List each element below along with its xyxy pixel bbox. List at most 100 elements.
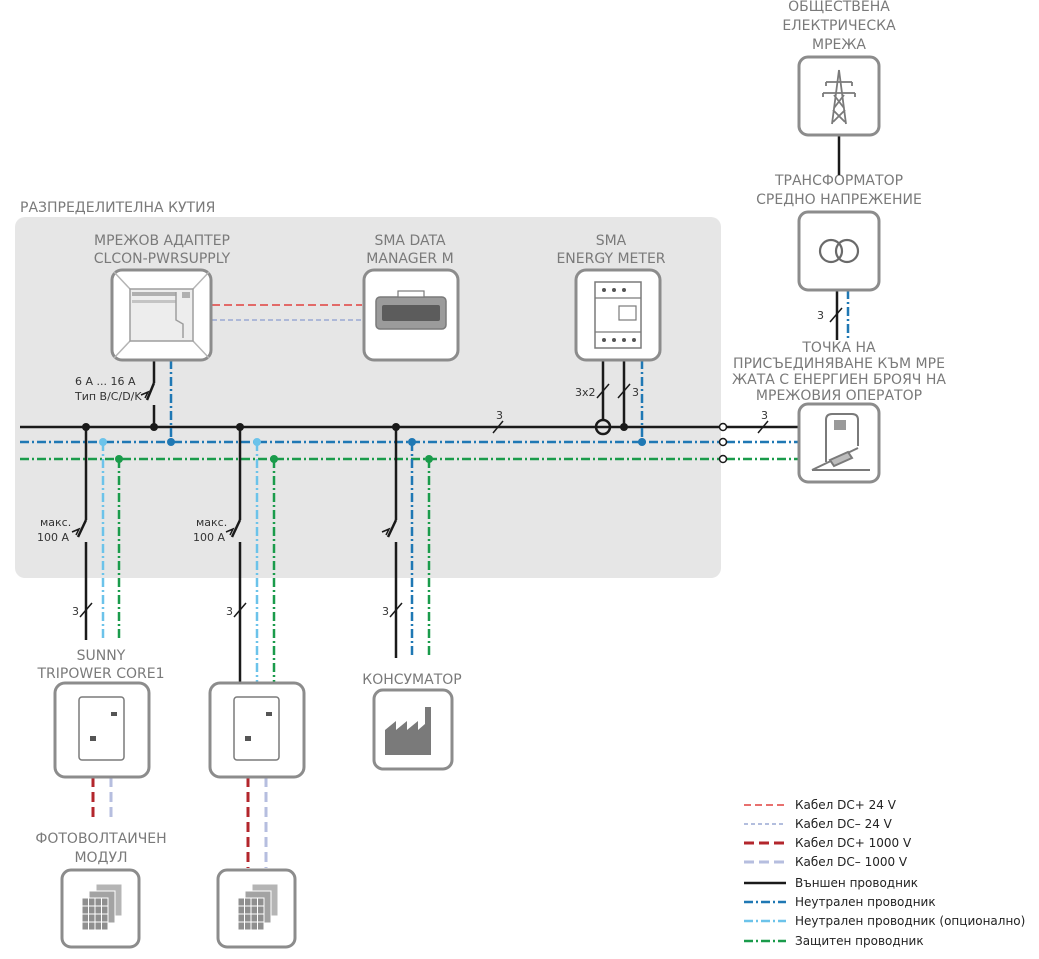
power-supply-device (110, 268, 213, 362)
wire-count-label: 3 (382, 605, 389, 618)
tick-mark (596, 383, 610, 399)
svg-text:ENERGY METER: ENERGY METER (556, 251, 665, 267)
svg-text:ТОЧКА НА: ТОЧКА НА (801, 340, 876, 356)
svg-text:ЕЛЕКТРИЧЕСКА: ЕЛЕКТРИЧЕСКА (782, 18, 896, 34)
inverter-2-device (208, 681, 306, 779)
max-current-label: макс. 100 A (37, 516, 71, 544)
legend-item: Кабел DC– 24 V (744, 817, 893, 831)
wire-count-label: 3 (817, 309, 824, 322)
tick-mark (829, 307, 843, 323)
svg-text:Неутрален проводник: Неутрален проводник (795, 895, 936, 909)
tick-mark (79, 602, 93, 618)
pv-module-1-device (60, 868, 141, 949)
svg-text:макс.: макс. (196, 516, 227, 529)
junction-dot (638, 438, 646, 446)
svg-text:МРЕЖА: МРЕЖА (812, 37, 866, 53)
legend-item: Кабел DC– 1000 V (744, 855, 908, 869)
factory-icon (385, 707, 431, 755)
legend-item: Защитен проводник (744, 934, 924, 948)
svg-text:МОДУЛ: МОДУЛ (74, 850, 127, 866)
wire-count-label: 3 (632, 386, 639, 399)
legend: Кабел DC+ 24 V Кабел DC– 24 V Кабел DC+ … (744, 798, 1025, 948)
max-current-label: макс. 100 A (193, 516, 227, 544)
svg-text:ПРИСЪЕДИНЯВАНЕ КЪМ МРЕ: ПРИСЪЕДИНЯВАНЕ КЪМ МРЕ (733, 356, 945, 372)
legend-item: Кабел DC+ 24 V (744, 798, 897, 812)
frame-bevel (113, 271, 210, 359)
connection-point-label: ТОЧКА НА ПРИСЪЕДИНЯВАНЕ КЪМ МРЕ ЖАТА С Е… (732, 340, 946, 404)
svg-text:Външен проводник: Външен проводник (795, 876, 918, 890)
legend-item: Външен проводник (744, 876, 918, 890)
data-manager-device (362, 268, 460, 362)
terminal (718, 422, 728, 432)
breaker-rating-label: 6 A ... 16 A Тип B/C/D/K (74, 375, 142, 403)
inverter-label: SUNNY TRIPOWER CORE1 (36, 648, 164, 682)
inverter-body (233, 696, 280, 761)
svg-text:100 A: 100 A (37, 531, 69, 544)
svg-text:100 A: 100 A (193, 531, 225, 544)
svg-text:Неутрален проводник (опционалн: Неутрален проводник (опционално) (795, 914, 1025, 928)
junction-dot (150, 423, 158, 431)
consumer-device (372, 688, 454, 771)
energy-meter-body (594, 281, 642, 349)
breaker-arrow (140, 390, 150, 399)
inverter-1-device (53, 681, 151, 779)
svg-text:Кабел DC+ 1000 V: Кабел DC+ 1000 V (795, 836, 912, 850)
svg-text:ОБЩЕСТВЕНА: ОБЩЕСТВЕНА (788, 0, 890, 15)
breaker-arrow (381, 527, 391, 536)
svg-text:6 A ... 16 A: 6 A ... 16 A (75, 375, 136, 388)
tick-mark (389, 602, 403, 618)
wire-count-label: 3 (761, 409, 768, 422)
svg-text:ФОТОВОЛТАИЧЕН: ФОТОВОЛТАИЧЕН (35, 831, 166, 847)
power-pylon-icon (822, 69, 856, 125)
inverter-body (78, 696, 125, 761)
grid-meter-icon (811, 413, 870, 471)
pv-module-2-device (216, 868, 297, 949)
svg-text:СРЕДНО НАПРЕЖЕНИЕ: СРЕДНО НАПРЕЖЕНИЕ (756, 192, 922, 208)
legend-item: Кабел DC+ 1000 V (744, 836, 912, 850)
svg-text:макс.: макс. (40, 516, 71, 529)
svg-text:ТРАНСФОРМАТОР: ТРАНСФОРМАТОР (774, 173, 903, 189)
wire-count-label: 3 (72, 605, 79, 618)
svg-text:MANAGER M: MANAGER M (366, 251, 453, 267)
energy-meter-label: SMA ENERGY METER (556, 233, 665, 267)
tick-mark (757, 420, 769, 434)
terminal (718, 454, 728, 464)
svg-text:SUNNY: SUNNY (77, 648, 126, 664)
wire-count-label: 3x2 (575, 386, 596, 399)
legend-item: Неутрален проводник (опционално) (744, 914, 1025, 928)
svg-text:Кабел DC– 1000 V: Кабел DC– 1000 V (795, 855, 908, 869)
solar-panel-icon (237, 883, 279, 931)
svg-text:МРЕЖОВИЯ ОПЕРАТОР: МРЕЖОВИЯ ОПЕРАТОР (756, 388, 922, 404)
breaker-arrow (71, 527, 81, 536)
energy-meter-device (574, 268, 662, 362)
terminal (718, 437, 728, 447)
power-supply-breaker (145, 382, 156, 401)
distribution-box-label: РАЗПРЕДЕЛИТЕЛНА КУТИЯ (20, 200, 215, 216)
data-manager-label: SMA DATA MANAGER M (366, 233, 453, 267)
junction-dot (620, 423, 628, 431)
transformer-label: ТРАНСФОРМАТОР СРЕДНО НАПРЕЖЕНИЕ (756, 173, 922, 208)
grid-device (797, 55, 881, 137)
svg-text:TRIPOWER CORE1: TRIPOWER CORE1 (36, 666, 164, 682)
pv-module-label: ФОТОВОЛТАИЧЕН МОДУЛ (35, 831, 166, 866)
power-supply-label: МРЕЖОВ АДАПТЕР CLCON-PWRSUPPLY (94, 233, 231, 267)
consumer-switch (386, 519, 398, 538)
solar-panel-icon (81, 883, 123, 931)
svg-text:CLCON-PWRSUPPLY: CLCON-PWRSUPPLY (94, 251, 231, 267)
svg-text:SMA DATA: SMA DATA (374, 233, 445, 249)
svg-text:Кабел DC– 24 V: Кабел DC– 24 V (795, 817, 893, 831)
wire-count-label: 3 (226, 605, 233, 618)
svg-text:Кабел DC+ 24 V: Кабел DC+ 24 V (795, 798, 897, 812)
junction-dot (167, 438, 175, 446)
breaker-arrow (225, 527, 235, 536)
svg-text:SMA: SMA (596, 233, 627, 249)
grid-label: ОБЩЕСТВЕНА ЕЛЕКТРИЧЕСКА МРЕЖА (782, 0, 896, 53)
inverter2-breaker (230, 519, 242, 538)
transformer-device (797, 210, 881, 292)
inverter1-breaker (76, 519, 88, 538)
tick-mark (617, 383, 631, 399)
current-transformer (594, 418, 612, 436)
transformer-icon (818, 238, 860, 264)
wire-count-label: 3 (496, 409, 503, 422)
